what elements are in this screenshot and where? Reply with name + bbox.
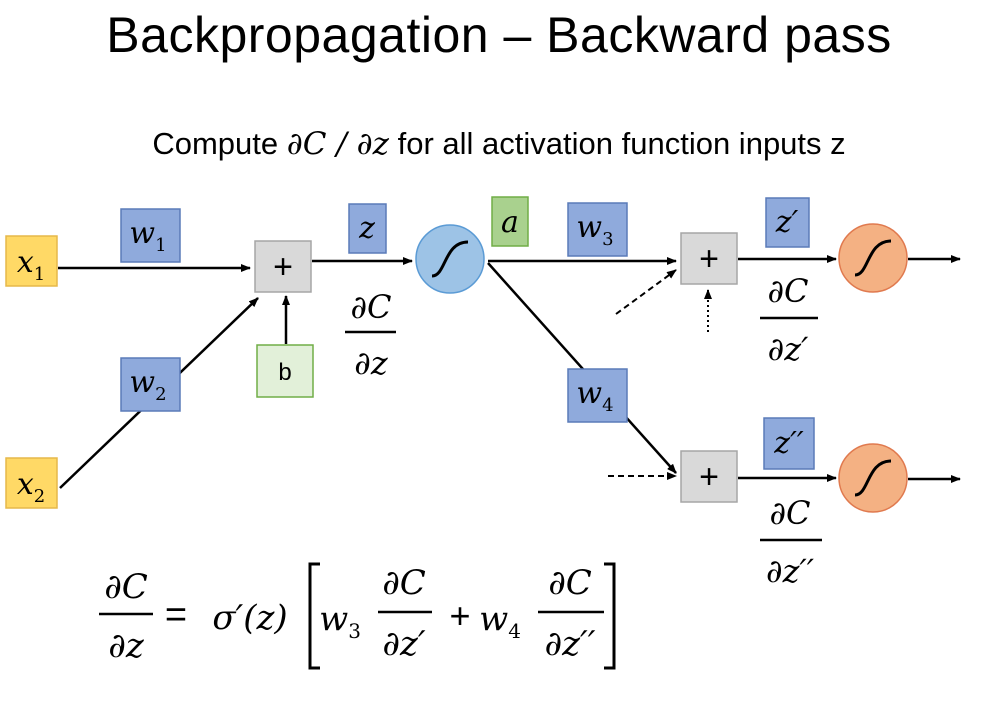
sigmoid-icon [854, 459, 892, 497]
svg-text:x1: x1 [17, 245, 45, 285]
activation-neuron-2 [838, 223, 908, 293]
svg-text:w3: w3 [576, 210, 613, 250]
svg-text:w1: w1 [129, 216, 166, 256]
input-x1-label: x [17, 245, 34, 280]
slide-subtitle: Compute ∂C / ∂z for all activation funct… [0, 126, 998, 162]
z-box: z [348, 203, 387, 254]
formula-left-bracket [308, 562, 320, 670]
sum-node-2: + [680, 232, 738, 285]
z-prime-box: z′ [765, 197, 810, 248]
weight-w2-subscript: 2 [155, 384, 166, 405]
derivative-dC-dz: ∂C ∂z [345, 288, 396, 382]
formula-plus: + [449, 595, 470, 636]
svg-text:w3: w3 [319, 599, 361, 643]
weight-w3-subscript: 3 [602, 229, 613, 250]
z-label: z [358, 211, 375, 246]
derivative-dC-dz-prime-numerator: ∂C [767, 272, 808, 310]
derivative-dC-dz-numerator: ∂C [350, 288, 391, 326]
weight-w2-label: w [129, 365, 155, 400]
input-x1-subscript: 1 [34, 264, 45, 285]
input-x2: x2 [5, 457, 58, 509]
input-x2-label: x [17, 467, 34, 502]
weight-w1: w1 [120, 208, 181, 263]
chain-rule-formula: ∂C ∂z = σ′(z) w3 ∂C ∂z′ + w4 ∂C ∂z′′ [99, 562, 616, 670]
a-box: a [491, 196, 529, 247]
weight-w3-label: w [576, 210, 602, 245]
edge-dashed-sum2 [615, 269, 677, 315]
derivative-dC-dz-denominator: ∂z [354, 344, 389, 382]
weight-w2: w2 [120, 357, 181, 412]
formula-lhs-denominator: ∂z [108, 626, 145, 666]
activation-neuron-1 [415, 224, 485, 294]
activation-neuron-3 [838, 443, 908, 513]
subtitle-prefix: Compute [152, 126, 287, 161]
sigmoid-icon [431, 240, 469, 278]
formula-term1-denominator: ∂z′ [382, 624, 425, 664]
svg-text:w4: w4 [576, 376, 613, 416]
weight-w3: w3 [567, 202, 628, 257]
formula-sigma: σ′(z) [212, 598, 287, 638]
derivative-dC-dz-prime: ∂C ∂z′ [760, 272, 818, 368]
formula-w3-subscript: 3 [348, 619, 361, 643]
svg-text:w4: w4 [479, 599, 521, 643]
bias-box: b [256, 344, 314, 398]
a-label: a [501, 205, 519, 240]
subtitle-math: ∂C / ∂z [286, 126, 390, 162]
z-double-prime-box: z′′ [763, 417, 815, 470]
subtitle-suffix: for all activation function inputs z [389, 126, 846, 161]
sum-node-2-symbol: + [699, 240, 719, 278]
formula-w4-subscript: 4 [508, 619, 521, 643]
z-double-prime-label: z′′ [773, 426, 804, 461]
formula-right-bracket [604, 562, 616, 670]
sum-node-3: + [680, 450, 738, 503]
weight-w1-subscript: 1 [155, 235, 166, 256]
formula-w3: w [319, 599, 348, 639]
bias-label: b [278, 359, 291, 386]
weight-w4-label: w [576, 376, 602, 411]
derivative-dC-dz-double-prime-denominator: ∂z′′ [766, 552, 815, 590]
weight-w4: w4 [567, 368, 628, 423]
input-x1: x1 [5, 235, 58, 287]
formula-equals: = [165, 594, 187, 636]
formula-term1-numerator: ∂C [382, 563, 426, 603]
sigmoid-icon [854, 239, 892, 277]
formula-w4: w [479, 599, 508, 639]
svg-text:w2: w2 [129, 365, 166, 405]
input-x2-subscript: 2 [34, 486, 45, 507]
derivative-dC-dz-prime-denominator: ∂z′ [768, 330, 809, 368]
formula-term2-numerator: ∂C [548, 563, 592, 603]
z-prime-label: z′ [775, 205, 799, 240]
derivative-dC-dz-double-prime-numerator: ∂C [769, 494, 810, 532]
formula-lhs-numerator: ∂C [104, 567, 148, 607]
formula-term2-denominator: ∂z′′ [545, 624, 596, 664]
weight-w4-subscript: 4 [602, 395, 613, 416]
sum-node-1-symbol: + [273, 248, 293, 286]
sum-node-3-symbol: + [699, 458, 719, 496]
edge-neuron1-sum3 [487, 262, 677, 474]
slide-title: Backpropagation – Backward pass [106, 7, 892, 63]
derivative-dC-dz-double-prime: ∂C ∂z′′ [760, 494, 822, 590]
svg-text:x2: x2 [17, 467, 45, 507]
weight-w1-label: w [129, 216, 155, 251]
sum-node-1: + [254, 240, 312, 293]
